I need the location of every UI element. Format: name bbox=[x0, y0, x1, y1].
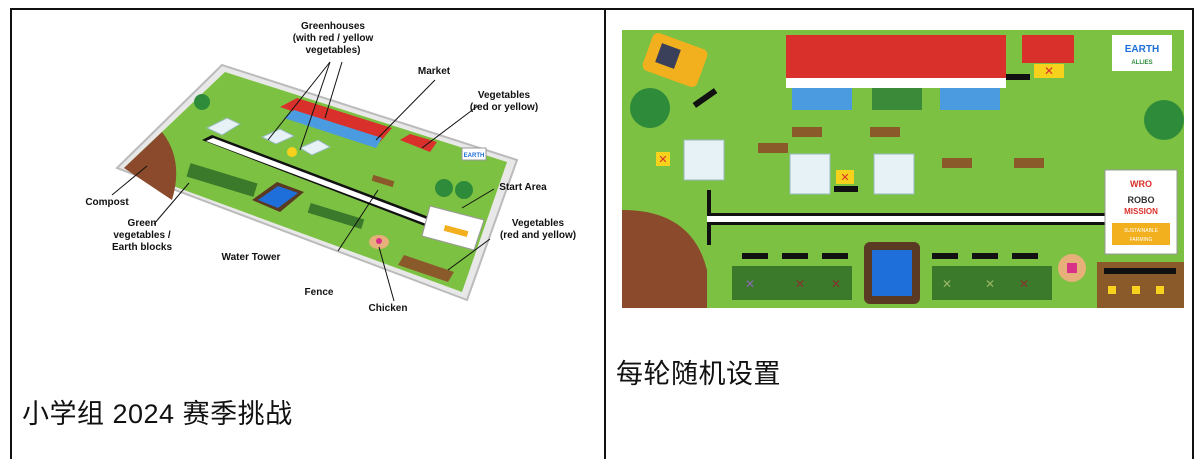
right-caption: 每轮随机设置 bbox=[616, 359, 781, 389]
tree bbox=[630, 88, 670, 128]
svg-text:✕: ✕ bbox=[831, 277, 841, 291]
svg-text:✕: ✕ bbox=[795, 277, 805, 291]
tree bbox=[455, 181, 473, 199]
fence bbox=[792, 127, 822, 137]
left-cell: EARTH Greenhouses (with red / yellow veg… bbox=[12, 10, 604, 459]
water-tower bbox=[872, 250, 912, 296]
vegetable-row-right bbox=[932, 266, 1052, 300]
label-vegetables-red-and-yellow: Vegetables (red and yellow) bbox=[499, 218, 577, 241]
left-caption: 小学组 2024 赛季挑战 bbox=[22, 399, 293, 429]
tree bbox=[194, 94, 210, 110]
panel-title: WRO bbox=[1130, 179, 1152, 189]
label-start-area: Start Area bbox=[499, 182, 547, 193]
compost-area bbox=[622, 210, 707, 308]
label-vegetables-red-or-yellow: Vegetables (red or yellow) bbox=[469, 90, 539, 113]
right-cell: ✕ EARTH ALLIES ✕ ✕ WRO ROBO MISSION SUST… bbox=[606, 10, 1192, 459]
greenhouse-2 bbox=[789, 153, 831, 195]
label-market: Market bbox=[417, 66, 451, 77]
panel-line2: MISSION bbox=[1124, 207, 1158, 216]
tree bbox=[435, 179, 453, 197]
label-green-vegetables: Green vegetables / Earth blocks bbox=[111, 218, 173, 253]
label-fence: Fence bbox=[304, 287, 334, 298]
greenhouse-1 bbox=[683, 139, 725, 181]
top-down-board-image: ✕ EARTH ALLIES ✕ ✕ WRO ROBO MISSION SUST… bbox=[622, 30, 1184, 308]
logo-line1: EARTH bbox=[1125, 44, 1159, 55]
greenhouse-3 bbox=[298, 139, 332, 156]
fence bbox=[942, 158, 972, 168]
svg-text:✕: ✕ bbox=[745, 277, 755, 291]
market-roof bbox=[786, 35, 1006, 80]
board-badge: EARTH bbox=[464, 153, 485, 159]
vegetable-row-left bbox=[732, 266, 852, 300]
compost-area bbox=[124, 132, 177, 200]
svg-text:✕: ✕ bbox=[985, 277, 995, 291]
earth-allies-logo bbox=[1112, 35, 1172, 71]
label-compost: Compost bbox=[85, 197, 129, 208]
label-greenhouses: Greenhouses (with red / yellow vegetable… bbox=[292, 21, 374, 56]
isometric-board-image: EARTH bbox=[111, 61, 519, 302]
greenhouse-1 bbox=[205, 117, 242, 136]
panel-tag2: FARMING bbox=[1130, 237, 1153, 243]
label-water-tower: Water Tower bbox=[221, 252, 281, 263]
fence bbox=[870, 127, 900, 137]
fence bbox=[1014, 158, 1044, 168]
column-divider bbox=[604, 8, 606, 459]
fence bbox=[371, 174, 395, 188]
svg-text:✕: ✕ bbox=[1019, 277, 1029, 291]
svg-text:✕: ✕ bbox=[658, 154, 667, 166]
market-stall bbox=[1022, 35, 1074, 63]
water-tower bbox=[258, 186, 298, 208]
callout-lines bbox=[111, 61, 495, 302]
panel-tag1: SUSTAINABLE bbox=[1124, 228, 1159, 234]
fence bbox=[758, 143, 788, 153]
panel-line1: ROBO bbox=[1128, 195, 1155, 205]
label-chicken: Chicken bbox=[368, 303, 408, 314]
vegetable-crate bbox=[398, 255, 454, 282]
logo-line2: ALLIES bbox=[1131, 60, 1152, 66]
green-vegetables-row bbox=[186, 163, 258, 197]
market-roof bbox=[280, 98, 392, 142]
tree bbox=[1144, 100, 1184, 140]
svg-text:✕: ✕ bbox=[1044, 64, 1054, 78]
content-table bbox=[10, 8, 1194, 459]
greenhouse-3 bbox=[873, 153, 915, 195]
svg-text:✕: ✕ bbox=[942, 277, 952, 291]
svg-text:✕: ✕ bbox=[840, 172, 849, 184]
